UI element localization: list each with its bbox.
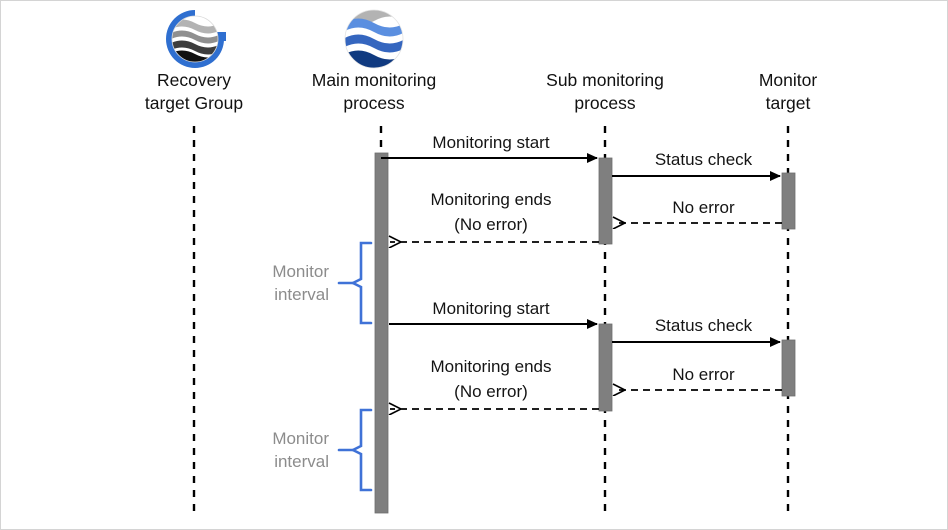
actor-line1: Monitor bbox=[758, 70, 818, 90]
globe-striped-icon bbox=[344, 9, 404, 69]
actor-line2: process bbox=[574, 93, 636, 113]
message-label-monitoring-ends-1: Monitoring ends (No error) bbox=[391, 187, 591, 237]
activation-bar-main-process bbox=[374, 152, 389, 514]
message-label-monitoring-ends-2: Monitoring ends (No error) bbox=[391, 354, 591, 404]
actor-label-recovery-target-group: Recovery target Group bbox=[94, 69, 294, 115]
interval-line2: interval bbox=[274, 285, 329, 304]
message-label-line2: (No error) bbox=[454, 215, 528, 234]
monitor-interval-label-1: Monitor interval bbox=[169, 260, 329, 306]
monitor-interval-brace-2 bbox=[337, 408, 373, 492]
message-label-no-error-2: No error bbox=[672, 365, 735, 384]
globe-g-ring-icon bbox=[166, 10, 226, 68]
message-label-no-error-1: No error bbox=[672, 198, 735, 217]
message-label-status-check-2: Status check bbox=[654, 316, 753, 335]
actor-line2: process bbox=[343, 93, 405, 113]
actor-line1: Recovery bbox=[157, 70, 231, 90]
activation-bar-monitor-target-1 bbox=[781, 172, 796, 230]
message-label-status-check-1: Status check bbox=[654, 150, 753, 169]
message-label-line2: (No error) bbox=[454, 382, 528, 401]
message-label-monitoring-start-2: Monitoring start bbox=[432, 299, 550, 318]
interval-line2: interval bbox=[274, 452, 329, 471]
message-label-line1: Monitoring ends bbox=[430, 190, 552, 209]
monitor-interval-brace-1 bbox=[337, 241, 373, 325]
interval-line1: Monitor bbox=[272, 429, 329, 448]
activation-bar-monitor-target-2 bbox=[781, 339, 796, 397]
actor-label-main-monitoring-process: Main monitoring process bbox=[274, 69, 474, 115]
activation-bar-sub-process-1 bbox=[598, 157, 613, 245]
actor-line2: target Group bbox=[144, 93, 244, 113]
actor-label-sub-monitoring-process: Sub monitoring process bbox=[505, 69, 705, 115]
actor-line2: target bbox=[765, 93, 811, 113]
actor-line1: Sub monitoring bbox=[546, 70, 664, 90]
interval-line1: Monitor bbox=[272, 262, 329, 281]
message-label-line1: Monitoring ends bbox=[430, 357, 552, 376]
message-label-monitoring-start-1: Monitoring start bbox=[432, 133, 550, 152]
actor-label-monitor-target: Monitor target bbox=[703, 69, 873, 115]
activation-bar-sub-process-2 bbox=[598, 323, 613, 412]
monitor-interval-label-2: Monitor interval bbox=[169, 427, 329, 473]
actor-line1: Main monitoring bbox=[311, 70, 437, 90]
